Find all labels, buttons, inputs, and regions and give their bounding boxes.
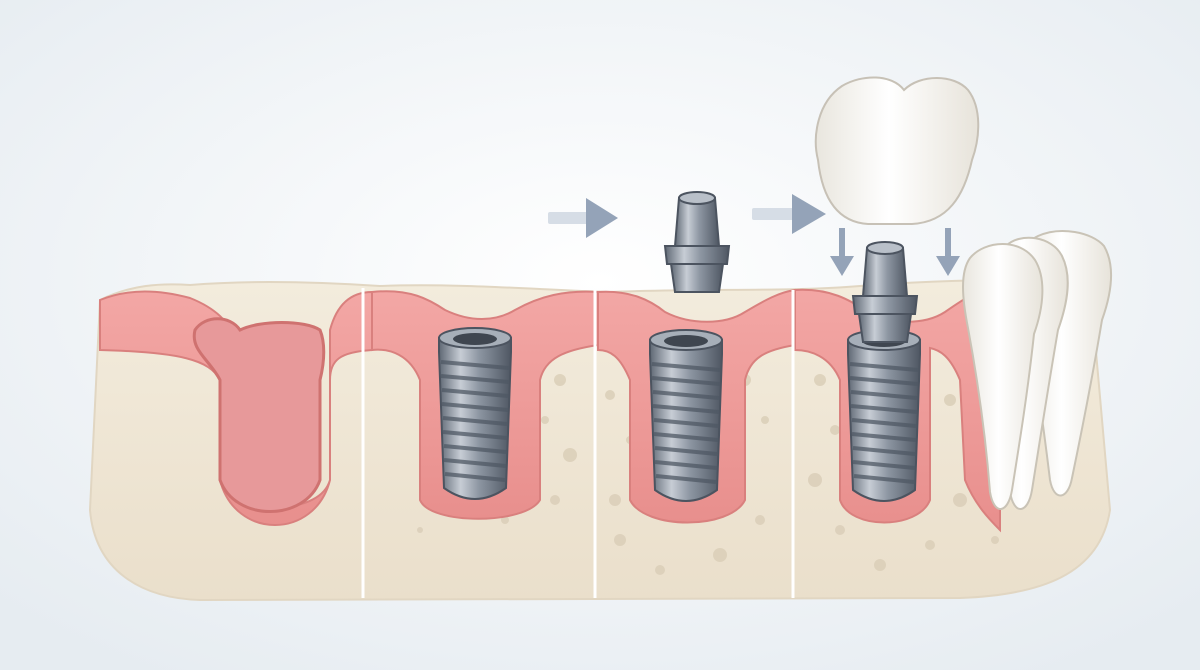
- crown: [814, 76, 980, 225]
- right-arrow-icon: [548, 198, 618, 238]
- adjacent-teeth: [962, 230, 1112, 510]
- implant-stage-2: [437, 326, 513, 501]
- down-arrow-icon: [830, 228, 854, 276]
- implant-stage-3: [648, 328, 724, 503]
- right-arrow-icon: [752, 194, 826, 234]
- down-arrow-icon: [936, 228, 960, 276]
- implant-stage-4: [846, 328, 922, 503]
- socket: [192, 317, 326, 513]
- stage-dividers: [361, 288, 795, 598]
